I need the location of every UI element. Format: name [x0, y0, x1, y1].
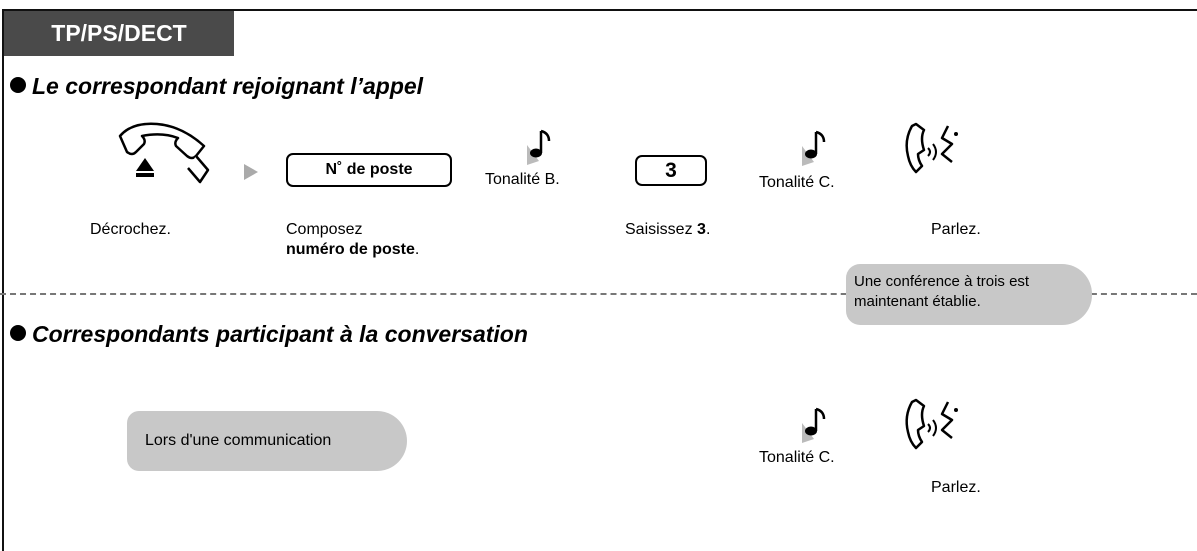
- section-divider: [0, 293, 1197, 295]
- tone-b-label: Tonalité B.: [485, 171, 560, 188]
- next-arrow-icon: [244, 164, 258, 180]
- dial-step-label: Composez: [286, 221, 363, 238]
- talk-step-label-2: Parlez.: [931, 479, 981, 496]
- tone-b-note-icon: [527, 129, 551, 165]
- extension-number-key: N˚ de poste: [286, 153, 452, 187]
- period-text: .: [414, 241, 420, 258]
- digit-3-key: 3: [635, 155, 707, 186]
- talk-handset-icon: [905, 122, 958, 174]
- section-1-title-text: Le correspondant rejoignant l’appel: [32, 73, 424, 99]
- diagram-frame: [2, 9, 1197, 551]
- tone-c-label: Tonalité C.: [759, 174, 835, 191]
- bullet-icon: [10, 77, 26, 93]
- talk-step-label: Parlez.: [931, 221, 981, 238]
- conference-note: Une conférence à trois est maintenant ét…: [846, 264, 1092, 325]
- tone-c-note-icon: [802, 130, 826, 166]
- section-1-title: Le correspondant rejoignant l’appel: [10, 73, 423, 100]
- tone-c-note-icon: [802, 407, 826, 443]
- bullet-icon: [10, 325, 26, 341]
- handset-offhook-icon: [118, 122, 210, 184]
- tone-c-label-2: Tonalité C.: [759, 449, 835, 466]
- offhook-step-label: Décrochez.: [90, 221, 171, 238]
- enter-text: Saisissez: [625, 221, 698, 238]
- talk-handset-icon: [905, 398, 958, 450]
- enter-step-label: Saisissez 3.: [625, 220, 710, 240]
- section-2-title-text: Correspondants participant à la conversa…: [32, 321, 528, 347]
- section-2-title: Correspondants participant à la conversa…: [10, 321, 528, 348]
- header-tab: TP/PS/DECT: [4, 11, 234, 56]
- during-call-pill: Lors d'une communication: [127, 411, 407, 471]
- enter-value: 3: [697, 221, 706, 238]
- period-text: .: [705, 221, 711, 238]
- dial-step-label-2: numéro de poste.: [286, 240, 419, 260]
- extension-number-text: numéro de poste: [286, 241, 415, 258]
